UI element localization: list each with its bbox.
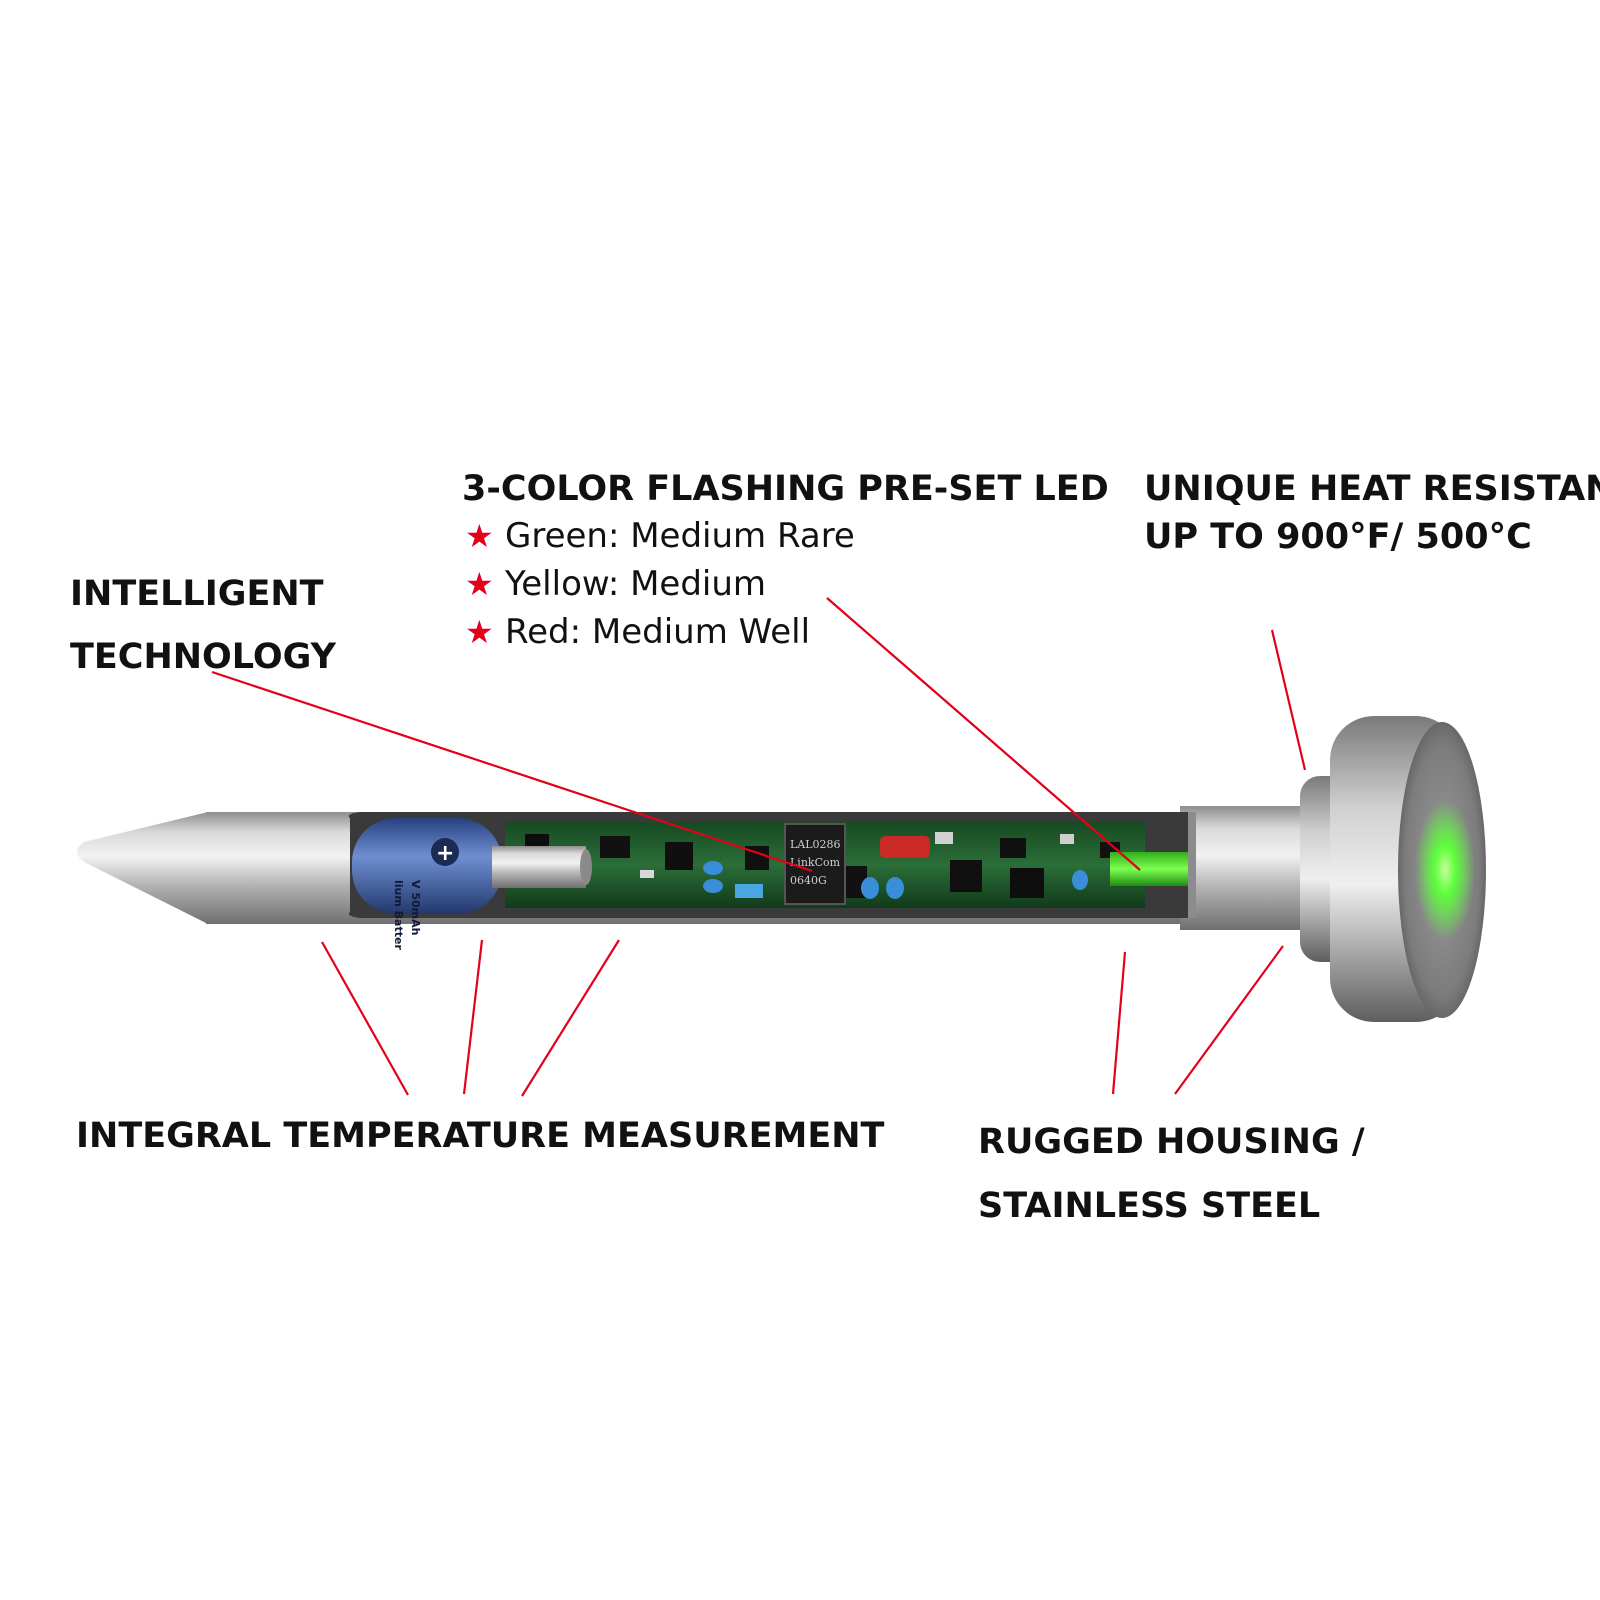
list-item: ★ Yellow: Medium <box>465 560 855 608</box>
callout-line-intelligent <box>211 670 813 873</box>
chip-text: LAL0286 <box>790 838 841 851</box>
main-chip <box>784 823 846 905</box>
callout-line-rugged-1 <box>1111 951 1127 1095</box>
list-item-text: Yellow: Medium <box>505 564 767 604</box>
battery-text: V 50mAh <box>409 880 422 935</box>
list-item: ★ Green: Medium Rare <box>465 512 855 560</box>
star-icon: ★ <box>465 613 494 651</box>
intelligent-technology-label: INTELLIGENT TECHNOLOGY <box>70 563 336 689</box>
rugged-line-1: RUGGED HOUSING / <box>978 1122 1365 1162</box>
probe-tip <box>77 812 208 924</box>
star-icon: ★ <box>465 517 494 555</box>
star-icon: ★ <box>465 565 494 603</box>
callout-line-led <box>826 597 1141 871</box>
callout-line-rugged-2 <box>1174 945 1284 1095</box>
battery-plus-icon <box>431 838 459 866</box>
list-item-text: Red: Medium Well <box>505 612 811 652</box>
heat-resistance-label: UNIQUE HEAT RESISTANCE UP TO 900°F/ 500°… <box>1144 465 1600 561</box>
rugged-housing-label: RUGGED HOUSING / STAINLESS STEEL <box>978 1110 1365 1238</box>
callout-line-integral-1 <box>321 941 409 1096</box>
callout-line-integral-3 <box>521 939 620 1097</box>
intelligent-line-2: TECHNOLOGY <box>70 637 336 677</box>
heat-resistance-line-1: UNIQUE HEAT RESISTANCE <box>1144 469 1600 509</box>
battery-connector <box>492 846 586 888</box>
rugged-line-2: STAINLESS STEEL <box>978 1186 1321 1226</box>
battery-text: lium Batter <box>392 880 405 950</box>
led-glow <box>1415 800 1475 940</box>
probe-neck <box>1180 806 1320 930</box>
callout-line-heat <box>1270 629 1307 771</box>
battery <box>352 818 502 914</box>
callout-lines <box>211 597 1307 1097</box>
heat-resistance-line-2: UP TO 900°F/ 500°C <box>1144 517 1532 557</box>
integral-line-1: INTEGRAL TEMPERATURE MEASUREMENT <box>76 1116 885 1156</box>
led-light-rod <box>1110 852 1190 886</box>
callout-line-integral-2 <box>462 939 484 1095</box>
list-item: ★ Red: Medium Well <box>465 608 855 656</box>
chip-text: LinkCom <box>790 856 841 869</box>
svg-text:+: + <box>436 841 454 866</box>
led-color-list: ★ Green: Medium Rare ★ Yellow: Medium ★ Red… <box>465 512 855 656</box>
list-item-text: Green: Medium Rare <box>505 516 855 556</box>
led-callout-title: 3-COLOR FLASHING PRE-SET LED <box>462 469 1109 509</box>
integral-temperature-label: INTEGRAL TEMPERATURE MEASUREMENT <box>76 1112 884 1160</box>
intelligent-line-1: INTELLIGENT <box>70 574 324 614</box>
circuit-components <box>525 832 1120 899</box>
chip-text: 0640G <box>790 874 827 887</box>
